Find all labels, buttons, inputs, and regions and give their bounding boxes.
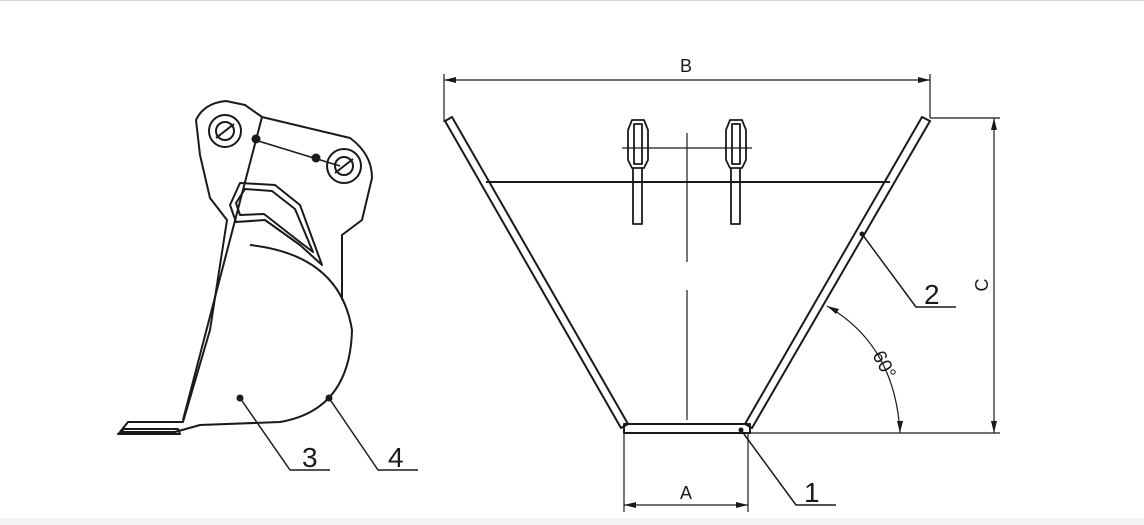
leader-2 (861, 233, 956, 308)
side-view (117, 100, 418, 471)
callout-number-2: 2 (924, 279, 940, 310)
dimension-b-line (443, 74, 931, 122)
side-view-outline (119, 100, 373, 433)
pin-boss-right-inner (334, 156, 354, 176)
right-side-plate (744, 116, 931, 429)
angle-label: 60° (868, 347, 900, 382)
callout-number-4: 4 (388, 442, 404, 473)
dimension-c-line (750, 117, 1000, 434)
dimension-a-arrow-left (624, 502, 636, 508)
bottom-border (0, 518, 1144, 525)
bottom-plate (623, 423, 751, 434)
leader-1 (740, 429, 836, 506)
pin-boss-left (208, 114, 242, 148)
pin-boss-left-cross (215, 123, 235, 139)
side-window-inner (235, 188, 314, 253)
side-window (229, 182, 323, 266)
pin-boss-right (326, 148, 362, 184)
callout-number-3: 3 (302, 442, 318, 473)
dimension-a-line (623, 433, 749, 512)
dimension-b-label: B (680, 56, 692, 76)
lifting-hook-left (627, 119, 649, 225)
left-side-plate (444, 116, 629, 429)
dimension-c-arrow-top (991, 118, 997, 130)
callout-number-1: 1 (804, 477, 820, 508)
pin-link-line (254, 139, 341, 167)
dimension-a-label: A (680, 483, 692, 503)
pin-boss-left-inner (215, 121, 235, 141)
dimension-b-arrow-left (444, 77, 456, 83)
angle-arc (826, 305, 901, 434)
dimension-a-arrow-right (736, 502, 748, 508)
front-view (443, 74, 1000, 512)
dimension-c-arrow-bottom (991, 421, 997, 433)
lifting-hook-right (725, 119, 747, 225)
leader-3 (239, 397, 330, 471)
leader-4 (328, 397, 418, 471)
angle-arrow-top (827, 306, 839, 314)
bucket-lip (117, 428, 181, 435)
pin-boss-right-cross (334, 158, 354, 174)
pin-point-a (251, 134, 261, 144)
angle-arrow-bottom (897, 421, 903, 433)
top-border (0, 0, 1144, 1)
dimension-b-arrow-right (918, 77, 930, 83)
side-view-arm-line (182, 116, 263, 421)
pin-point-b (311, 153, 321, 163)
bucket-shell (120, 244, 353, 433)
dimension-c-label: C (972, 279, 992, 292)
